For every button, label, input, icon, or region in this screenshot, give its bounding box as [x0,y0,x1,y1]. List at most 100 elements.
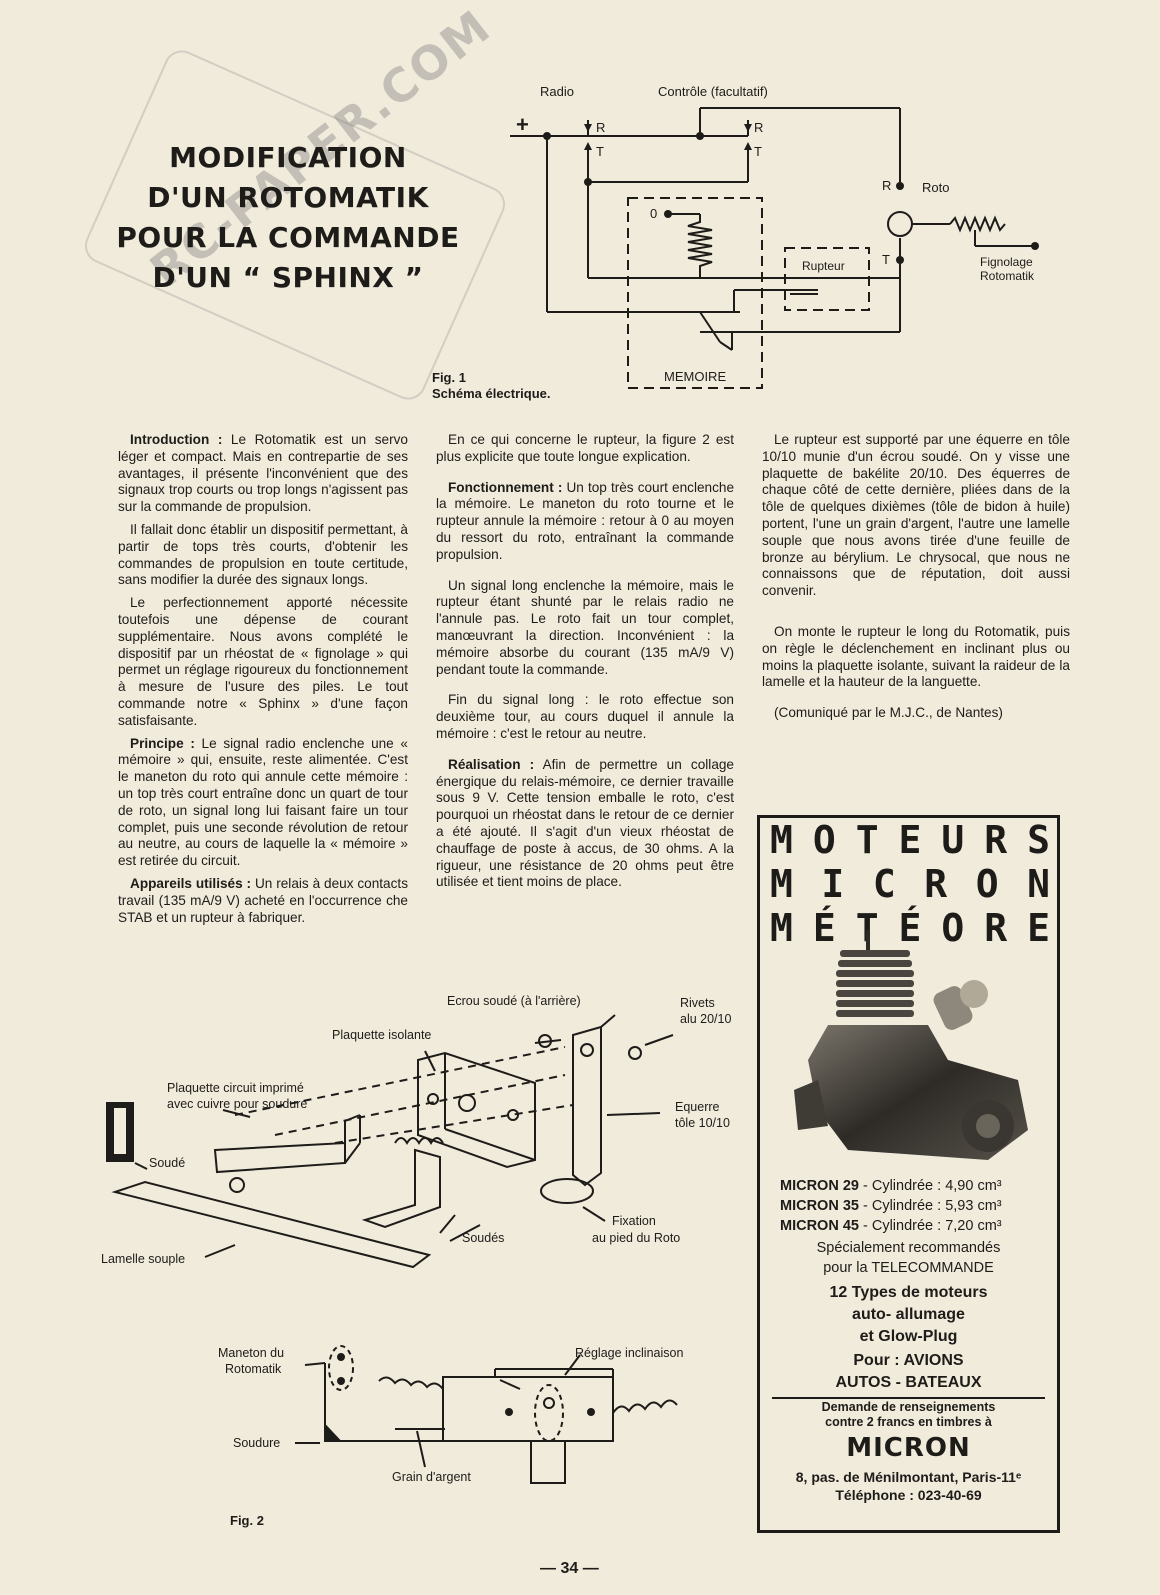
fig2-label-fixation: Fixation [612,1214,656,1228]
fig2-caption: Fig. 2 [230,1513,264,1528]
ad-headline-letter: M [770,906,793,950]
fig2-label-grain: Grain d'argent [392,1470,471,1484]
ad-types-1: 12 Types de moteurs [829,1284,988,1301]
fig2-drawing: Ecrou soudé (à l'arrière) Rivets alu 20/… [101,995,731,1484]
title-line: D'UN ROTOMATIK [147,181,429,214]
text-column-2: En ce qui concerne le rupteur, la figure… [436,432,734,897]
paragraph: Un relais à deux contacts travail (135 m… [118,875,408,925]
fig2-label-plaquette-isolante: Plaquette isolante [332,1028,431,1042]
ad-headline-letter: I [821,862,845,906]
ad-model-35: MICRON 35 - Cylindrée : 5,93 cm³ [780,1196,1050,1216]
ad-headline-letter: U [941,818,965,862]
fig2-label-equerre-tole: tôle 10/10 [675,1116,730,1130]
paragraph: En ce qui concerne le rupteur, la figure… [436,432,734,464]
ad-headline-letter: C [872,862,896,906]
ad-brand: MICRON [846,1433,971,1463]
fig1-schematic: Radio Contrôle (facultatif) + R T R T 0 … [510,84,1039,389]
ad-rec-2: pour la TELECOMMANDE [823,1260,994,1276]
ad-headline-letter: T [855,906,879,950]
ad-model-45: MICRON 45 - Cylindrée : 7,20 cm³ [780,1216,1050,1236]
model-spec: - Cylindrée : 5,93 cm³ [858,1198,1002,1214]
paragraph: Le perfectionnement apporté nécessite to… [118,595,408,728]
fig2-label-fixation-pied: au pied du Roto [592,1231,680,1245]
fig1-label-r1: R [596,120,605,135]
ad-address: 8, pas. de Ménilmontant, Paris-11ᵉ [795,1469,1022,1485]
ad-divider [772,1397,1045,1399]
ad-headline-letter: R [924,862,948,906]
paragraph: On monte le rupteur le long du Rotomatik… [762,623,1070,690]
ad-headline-letter: M [770,818,793,862]
fig1-label-r-roto: R [882,178,891,193]
ad-phone: Téléphone : 023-40-69 [835,1487,982,1503]
fig1-caption-num: Fig. 1 [432,370,466,385]
ad-headline-letter: R [984,818,1008,862]
heading-introduction: Introduction : [130,432,223,447]
ad-headline-letter: É [898,906,922,950]
ad-model-29: MICRON 29 - Cylindrée : 4,90 cm³ [780,1176,1050,1196]
title-line: POUR LA COMMANDE [116,221,460,254]
heading-appareils: Appareils utilisés : [130,875,252,891]
fig2-label-rivets-alu: alu 20/10 [680,1012,731,1026]
model-spec: - Cylindrée : 4,90 cm³ [858,1178,1002,1194]
ad-headline-letter: O [812,818,836,862]
fig1-label-rupteur: Rupteur [802,259,845,273]
ad-types-2: auto- allumage [852,1306,965,1323]
paragraph: Un top très court enclenche la mémoire. … [436,479,735,562]
fig1-label-t1: T [596,144,604,159]
fig1-label-t2: T [754,144,762,159]
ad-headline-letter: O [975,862,999,906]
fig2-label-reglage: Réglage inclinaison [575,1346,683,1360]
fig2-label-plaquette-circuit: Plaquette circuit imprimé [167,1081,304,1095]
fig1-caption-text: Schéma électrique. [432,386,551,401]
fig2-label-plaquette-cuivre: avec cuivre pour soudure [167,1097,307,1111]
ad-headline-letter: E [1027,906,1050,950]
fig2-label-ecrou: Ecrou soudé (à l'arrière) [447,995,581,1008]
model-name: MICRON 45 [780,1218,859,1234]
fig1-label-rotomatik: Rotomatik [980,269,1035,283]
fig1-caption: Fig. 1 Schéma électrique. [432,370,551,402]
fig1-label-radio: Radio [540,84,574,99]
fig2-label-soudure: Soudure [233,1436,280,1450]
fig2-label-soude: Soudé [149,1156,185,1170]
ad-headline-letter: N [1027,862,1050,906]
fig1-label-controle: Contrôle (facultatif) [658,84,768,99]
ad-headline-letter: R [984,906,1008,950]
heading-principe: Principe : [130,735,195,751]
title-line: MODIFICATION [169,141,407,174]
paragraph: Afin de permettre un collage énergique d… [436,756,734,890]
fig1-label-memoire: MEMOIRE [664,369,726,384]
ad-pour-1: Pour : AVIONS [853,1352,964,1369]
fig1-label-t-roto: T [882,252,890,267]
ad-headline-letter: É [812,906,836,950]
heading-fonctionnement: Fonctionnement : [448,479,563,495]
ad-headline-letter: T [855,818,879,862]
text-column-1: Introduction : Le Rotomatik est un servo… [118,432,408,932]
text-column-3: Le rupteur est supporté par une équerre … [762,432,1070,722]
fig1-label-plus: + [516,112,529,137]
fig1-label-r2: R [754,120,763,135]
paragraph: Le Rotomatik est un servo léger et compa… [118,432,408,515]
ad-demande-1: Demande de renseignements [821,1400,996,1414]
fig2-label-lamelle: Lamelle souple [101,1252,185,1266]
paragraph: Un signal long enclenche la mémoire, mai… [436,577,734,677]
model-name: MICRON 29 [780,1178,859,1194]
ad-headline-letter: M [770,862,793,906]
paragraph: Il fallait donc établir un dispositif pe… [118,521,408,588]
paragraph: Le signal radio enclenche une « mémoire … [118,735,408,869]
page-number: — 34 — [540,1560,599,1577]
fig2-label-maneton-rotomatik: Rotomatik [225,1362,282,1376]
ad-headline-letter: E [898,818,922,862]
paragraph: Fin du signal long : le roto effectue so… [436,692,734,741]
fig1-label-fignolage: Fignolage [980,255,1033,269]
model-spec: - Cylindrée : 7,20 cm³ [858,1218,1002,1234]
ad-types-3: et Glow-Plug [859,1328,958,1345]
engine-illustration [794,930,1028,1160]
article-title: MODIFICATION D'UN ROTOMATIK POUR LA COMM… [98,138,478,298]
fig2-label-rivets: Rivets [680,996,715,1010]
ad-headline-letter: S [1027,818,1050,862]
fig2-label-maneton: Maneton du [218,1346,284,1360]
